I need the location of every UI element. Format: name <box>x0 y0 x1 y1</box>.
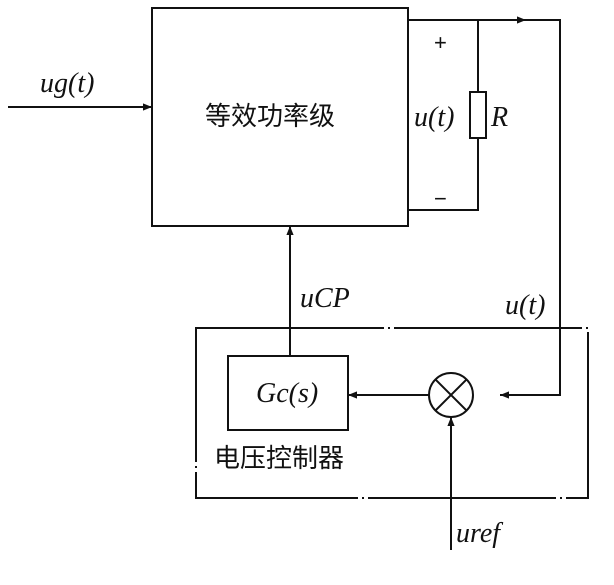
plus-sign: + <box>434 30 447 55</box>
compensator-label: Gc(s) <box>256 378 319 409</box>
reference-label: uref <box>456 518 501 549</box>
input-signal-text: ug(t) <box>40 68 95 99</box>
load-resistor-label: R <box>491 102 509 133</box>
controller-label: 电压控制器 <box>214 444 345 474</box>
output-voltage-label: u(t) <box>414 102 455 133</box>
minus-sign: − <box>434 186 447 211</box>
power-stage-block <box>151 7 409 227</box>
load-resistor <box>469 91 487 139</box>
feedback-wire <box>500 19 561 399</box>
input-signal-label: ug(t) <box>40 70 94 98</box>
output-bottom-wire <box>408 138 479 211</box>
summing-cross-2 <box>434 378 468 412</box>
feedback-voltage-label: u(t) <box>505 290 546 321</box>
control-signal-label: uCP <box>300 283 350 314</box>
power-stage-label: 等效功率级 <box>205 102 336 132</box>
controller-block <box>195 327 589 499</box>
